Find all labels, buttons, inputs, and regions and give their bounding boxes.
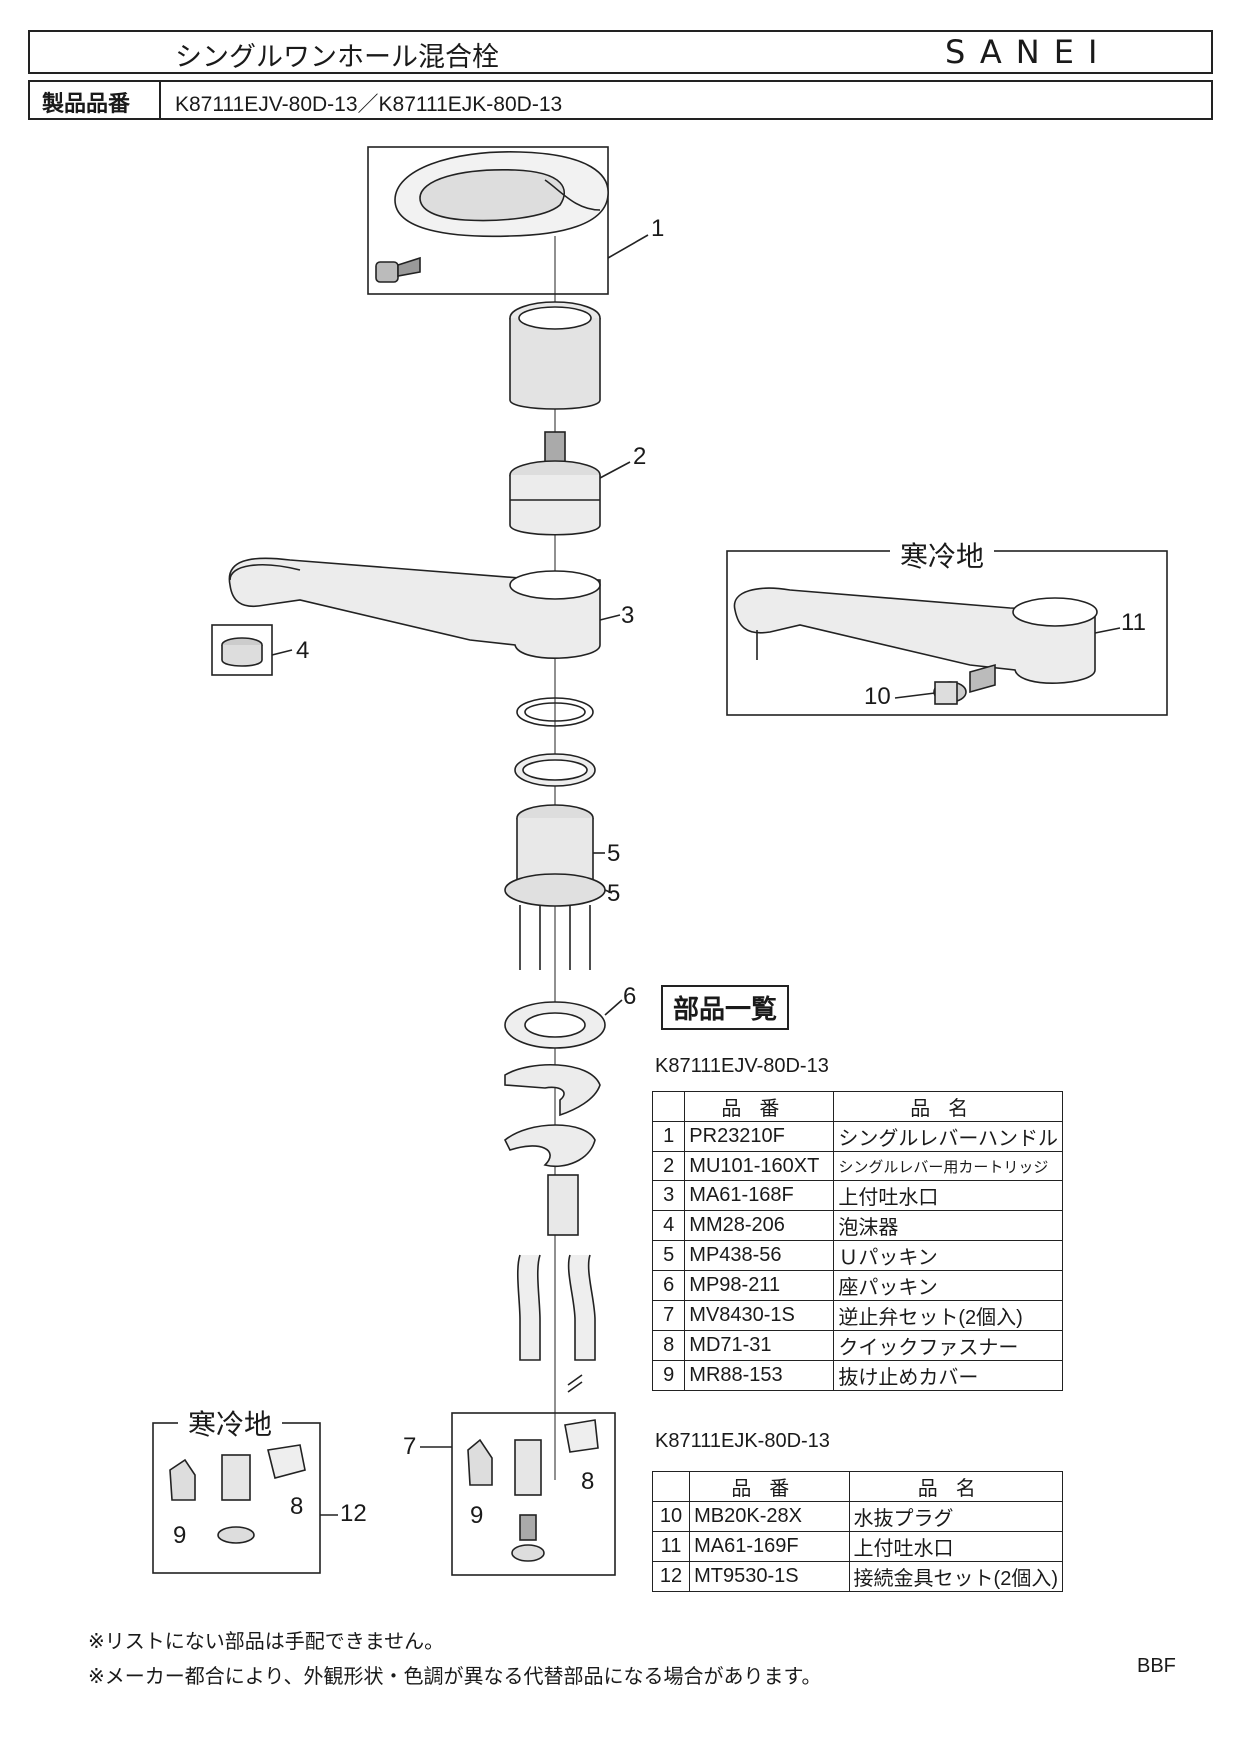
callout-9-center: 9 (470, 1502, 484, 1529)
callout-11: 11 (1121, 609, 1146, 636)
note-substitute: ※メーカー都合により、外観形状・色調が異なる代替部品になる場合があります。 (88, 1664, 822, 1688)
aerator-icon (221, 637, 263, 667)
callout-4: 4 (296, 637, 310, 664)
header-code: 品番 (689, 1471, 850, 1502)
callout-1: 1 (651, 215, 665, 242)
hoses-icon (516, 1254, 596, 1393)
callout-2: 2 (633, 443, 647, 470)
callout-12: 12 (340, 1500, 367, 1527)
header-name: 品名 (833, 1091, 1063, 1122)
plate-icon-2 (503, 1124, 596, 1167)
cold-region-caption-top: 寒冷地 (890, 535, 995, 575)
header-name: 品名 (848, 1471, 1064, 1502)
cold-spout-icon (733, 587, 1098, 684)
table-header-row: 品番 品名 (651, 1091, 1063, 1122)
model-numbers: K87111EJV-80D-13／K87111EJK-80D-13 (175, 93, 563, 116)
product-type-title: シングルワンホール混合栓 (175, 42, 499, 73)
callout-5b: 5 (607, 880, 621, 907)
callout-8-cold: 8 (290, 1493, 304, 1520)
brand-logo: SANEI (945, 33, 1112, 71)
model-label: 製品品番 (42, 92, 131, 117)
check-valve-box (451, 1412, 616, 1576)
callout-7: 7 (403, 1433, 417, 1460)
aerator-box (211, 624, 273, 676)
callout-9-cold: 9 (173, 1522, 187, 1549)
cap-icon (509, 301, 601, 410)
callout-3: 3 (621, 602, 635, 629)
drain-plug-icon (933, 663, 996, 705)
lever-handle-icon (375, 151, 609, 283)
nut-icon (547, 1174, 579, 1236)
u-packing-rings-icon (514, 697, 596, 787)
handle-box (367, 146, 609, 295)
callout-6: 6 (623, 983, 637, 1010)
model-divider (159, 80, 161, 120)
footer-code: BBF (1137, 1655, 1176, 1677)
cold-region-caption-bottom: 寒冷地 (178, 1403, 283, 1443)
model-bar (28, 80, 1213, 120)
seat-packing-icon (504, 1001, 606, 1049)
plate-icon (504, 1063, 601, 1117)
header-no (651, 1471, 691, 1502)
spout-icon (228, 557, 601, 659)
header-no (651, 1091, 686, 1122)
table-b-caption: K87111EJK-80D-13 (655, 1430, 830, 1452)
callout-5a: 5 (607, 840, 621, 867)
header-code: 品番 (684, 1091, 835, 1122)
callout-8-center: 8 (581, 1468, 595, 1495)
cartridge-icon (509, 431, 601, 536)
parts-list-heading: 部品一覧 (661, 985, 790, 1030)
cold-fittings-icon (169, 1444, 306, 1544)
check-valve-icon (467, 1419, 599, 1562)
table-header-row: 品番 品名 (651, 1471, 1064, 1502)
note-not-listed: ※リストにない部品は手配できません。 (88, 1629, 445, 1653)
callout-10: 10 (864, 683, 891, 710)
table-a-caption: K87111EJV-80D-13 (655, 1055, 829, 1077)
title-bar (28, 30, 1213, 74)
body-icon (504, 804, 606, 970)
